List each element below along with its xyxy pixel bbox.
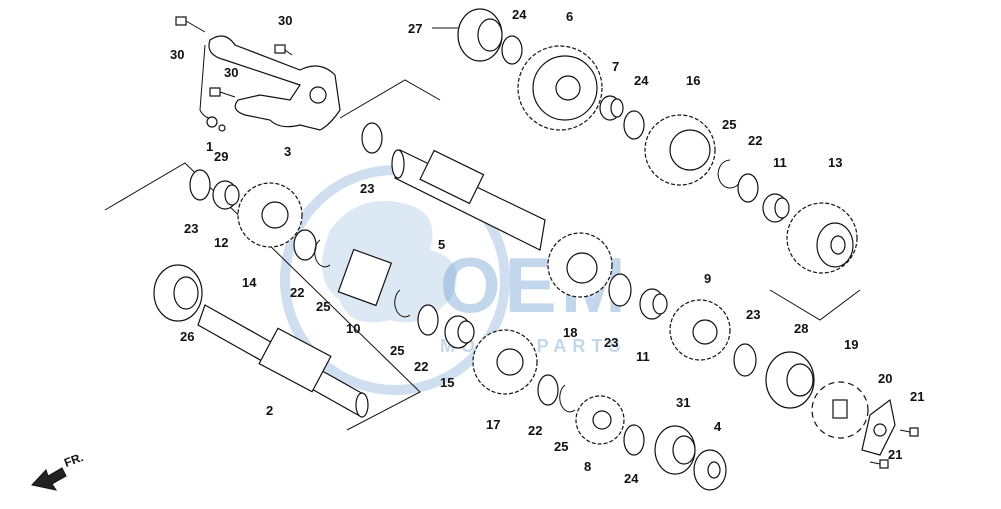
callout-23: 23 (360, 181, 375, 196)
callout-24: 24 (512, 7, 527, 22)
callout-12: 12 (214, 235, 229, 250)
callout-25: 25 (554, 439, 569, 454)
bearing-27 (432, 8, 503, 62)
plate-20 (861, 398, 896, 456)
washer-23a (361, 122, 383, 154)
callout-22: 22 (528, 423, 543, 438)
bushing-7 (599, 95, 624, 121)
callout-14: 14 (242, 275, 257, 290)
callout-15: 15 (440, 375, 455, 390)
washer-24c (623, 424, 645, 456)
callout-28: 28 (794, 321, 809, 336)
gear-17 (472, 329, 538, 395)
callout-17: 17 (486, 417, 501, 432)
bushing-11b (639, 288, 668, 320)
gear-10 (337, 248, 393, 307)
washer-23b (608, 273, 632, 307)
callout-8: 8 (584, 459, 592, 474)
callout-29: 29 (214, 149, 229, 164)
callout-7: 7 (612, 59, 620, 74)
gear-13 (786, 202, 858, 274)
callout-13: 13 (828, 155, 843, 170)
washer-22a (737, 173, 759, 203)
callout-22: 22 (290, 285, 305, 300)
mainshaft-2 (197, 304, 369, 418)
bolt-30b (274, 44, 293, 56)
gear-8 (575, 395, 625, 445)
washer-22c (417, 304, 439, 336)
washer-22d (537, 374, 559, 406)
callout-1: 1 (206, 139, 214, 154)
callout-27: 27 (408, 21, 423, 36)
washer-23d (189, 169, 211, 201)
gear-9 (669, 299, 731, 361)
callout-20: 20 (878, 371, 893, 386)
bushing-12 (212, 180, 240, 210)
bolt-30a (175, 16, 206, 33)
circlip-25d (559, 384, 576, 413)
bushing-11a (762, 193, 790, 223)
gear-14 (237, 182, 303, 248)
callout-9: 9 (704, 271, 712, 286)
front-direction-arrow (31, 467, 67, 491)
gear-16 (644, 114, 716, 186)
shift-bracket (199, 35, 341, 132)
callout-26: 26 (180, 329, 195, 344)
callout-24: 24 (624, 471, 639, 486)
bolt-30c (209, 87, 236, 98)
sprocket-19 (811, 381, 869, 439)
callout-30: 30 (170, 47, 185, 62)
callout-23: 23 (184, 221, 199, 236)
callout-11: 11 (636, 349, 650, 364)
gear-18 (547, 232, 613, 298)
callout-30: 30 (278, 13, 293, 28)
callout-21: 21 (910, 389, 925, 404)
callout-4: 4 (714, 419, 722, 434)
callout-23: 23 (604, 335, 619, 350)
callout-30: 30 (224, 65, 239, 80)
callout-31: 31 (676, 395, 691, 410)
callout-25: 25 (390, 343, 405, 358)
callout-11: 11 (773, 155, 787, 170)
bearing-28 (765, 351, 815, 409)
bushing-15 (444, 315, 475, 349)
seal-4 (693, 449, 727, 491)
callout-10: 10 (346, 321, 361, 336)
bolt-21a (899, 427, 919, 437)
washer-22b (293, 229, 317, 261)
callout-19: 19 (844, 337, 859, 352)
circlip-25c (394, 289, 411, 318)
circlip-25a (717, 159, 741, 189)
circlip-25b (314, 239, 331, 268)
gear-6 (517, 45, 603, 131)
callout-5: 5 (438, 237, 446, 252)
callout-6: 6 (566, 9, 574, 24)
countershaft-5 (391, 149, 546, 251)
washer-23c (733, 343, 757, 377)
callout-21: 21 (888, 447, 903, 462)
bearing-26 (153, 264, 203, 322)
callout-22: 22 (748, 133, 763, 148)
callout-18: 18 (563, 325, 578, 340)
washer-24a (501, 35, 523, 65)
callout-16: 16 (686, 73, 701, 88)
callout-25: 25 (316, 299, 331, 314)
callout-2: 2 (266, 403, 274, 418)
callout-24: 24 (634, 73, 649, 88)
callout-23: 23 (746, 307, 761, 322)
bearing-31 (654, 425, 696, 475)
callout-22: 22 (414, 359, 429, 374)
callout-3: 3 (284, 144, 292, 159)
bolt-21b (869, 459, 889, 469)
washer-24b (623, 110, 645, 140)
callout-25: 25 (722, 117, 737, 132)
